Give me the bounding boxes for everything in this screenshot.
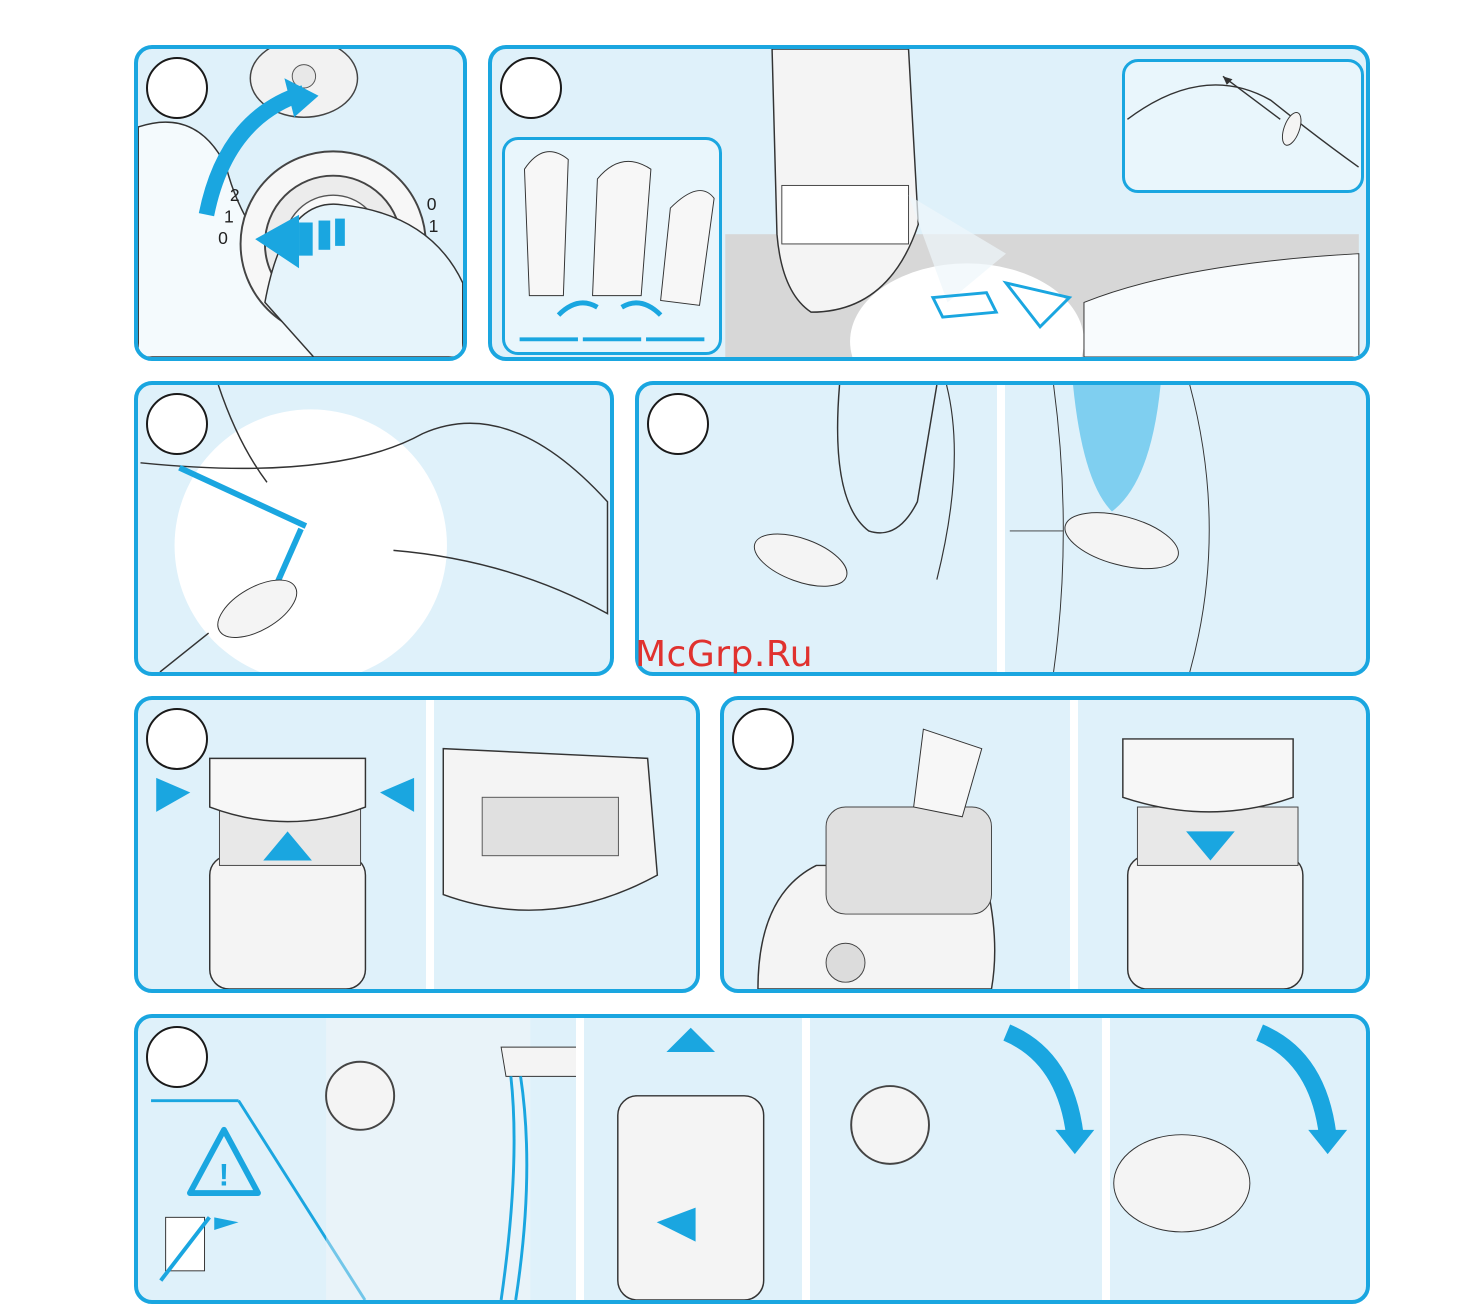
wet-cleaning-illustration: ! [138,1018,1366,1300]
panel-divider [576,1018,584,1300]
dial-left-1: 1 [224,206,234,226]
head-angle-illustration [505,140,719,352]
step-number-circle [146,1026,208,1088]
panel-divider [1070,700,1078,989]
panel-divider [997,385,1005,672]
dial-left-0: 0 [218,228,228,248]
panel-step-3 [134,381,614,676]
panel-step-1: 0 1 2 0 1 [134,45,467,361]
step-number-circle [732,708,794,770]
dial-right-0: 0 [427,194,437,214]
brush-cleaning-illustration [724,700,1366,989]
head-angle-inset [502,137,722,355]
panel-divider [802,1018,810,1300]
dial-right-1: 1 [429,216,439,236]
panel-step-2 [488,45,1370,361]
panel-step-6 [720,696,1370,993]
step-number-circle [146,57,208,119]
warning-symbol: ! [219,1157,229,1192]
head-removal-illustration [138,700,696,989]
watermark-text: McGrp.Ru [635,634,813,675]
dial-left-2: 2 [230,185,240,205]
step-number-circle [146,393,208,455]
direction-inset [1122,59,1364,193]
panel-step-4 [635,381,1370,676]
step-number-circle [146,708,208,770]
panel-step-7: ! [134,1014,1370,1304]
step-number-circle [647,393,709,455]
panel-divider [426,700,434,989]
panel-step-5 [134,696,700,993]
panel-divider [1102,1018,1110,1300]
underarm-illustration [138,385,610,672]
step-number-circle [500,57,562,119]
arm-direction-illustration [1125,62,1361,190]
